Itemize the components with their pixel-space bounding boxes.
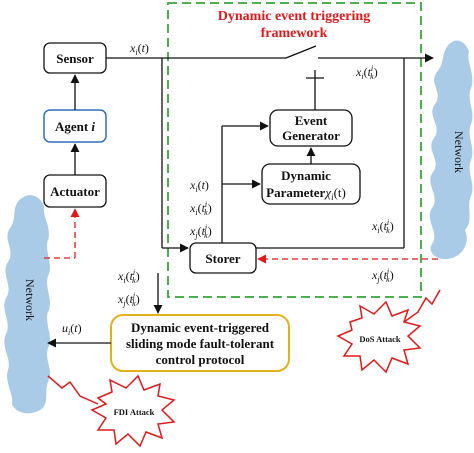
event-generator-label-line2: Generator: [282, 128, 340, 143]
left-network-label: Network: [23, 279, 37, 321]
fdi-attack-label: FDI Attack: [114, 407, 155, 417]
event-generator-label-line1: Event: [295, 113, 328, 128]
left-network-cloud: Network: [4, 195, 50, 414]
dos-attack-label: DoS Attack: [359, 334, 401, 344]
dynamic-parameter-label-line2: Parameterχi(t): [266, 185, 346, 202]
framework-title-line2: framework: [261, 26, 328, 41]
signal-xi-t-top: xi(t): [129, 41, 149, 57]
storer-box: [189, 242, 257, 274]
event-generator-box: [269, 109, 353, 147]
dynamic-parameter-label-line1: Dynamic: [281, 168, 331, 183]
fdi-attack-burst: FDI Attack: [47, 374, 176, 448]
framework-border: [167, 2, 422, 298]
protocol-label-line3: control protocol: [156, 352, 245, 367]
actuator-label: Actuator: [50, 184, 100, 199]
signal-xi-t-mid: xi(t): [189, 178, 209, 194]
dos-attack-burst: DoS Attack: [336, 289, 441, 374]
right-network-cloud: Network: [429, 40, 473, 260]
protocol-label-line1: Dynamic event-triggered: [131, 320, 270, 335]
right-network-label: Network: [452, 131, 466, 173]
sensor-label: Sensor: [56, 51, 94, 66]
framework-title-line1: Dynamic event triggering: [218, 9, 370, 24]
storer-label: Storer: [205, 251, 240, 266]
protocol-label-line2: sliding mode fault-tolerant: [126, 336, 275, 351]
connections: [47, 45, 434, 348]
agent-label: Agent i: [55, 119, 95, 134]
red-dashed-links: [44, 208, 438, 264]
signal-ui-t: ui(t): [62, 321, 82, 337]
